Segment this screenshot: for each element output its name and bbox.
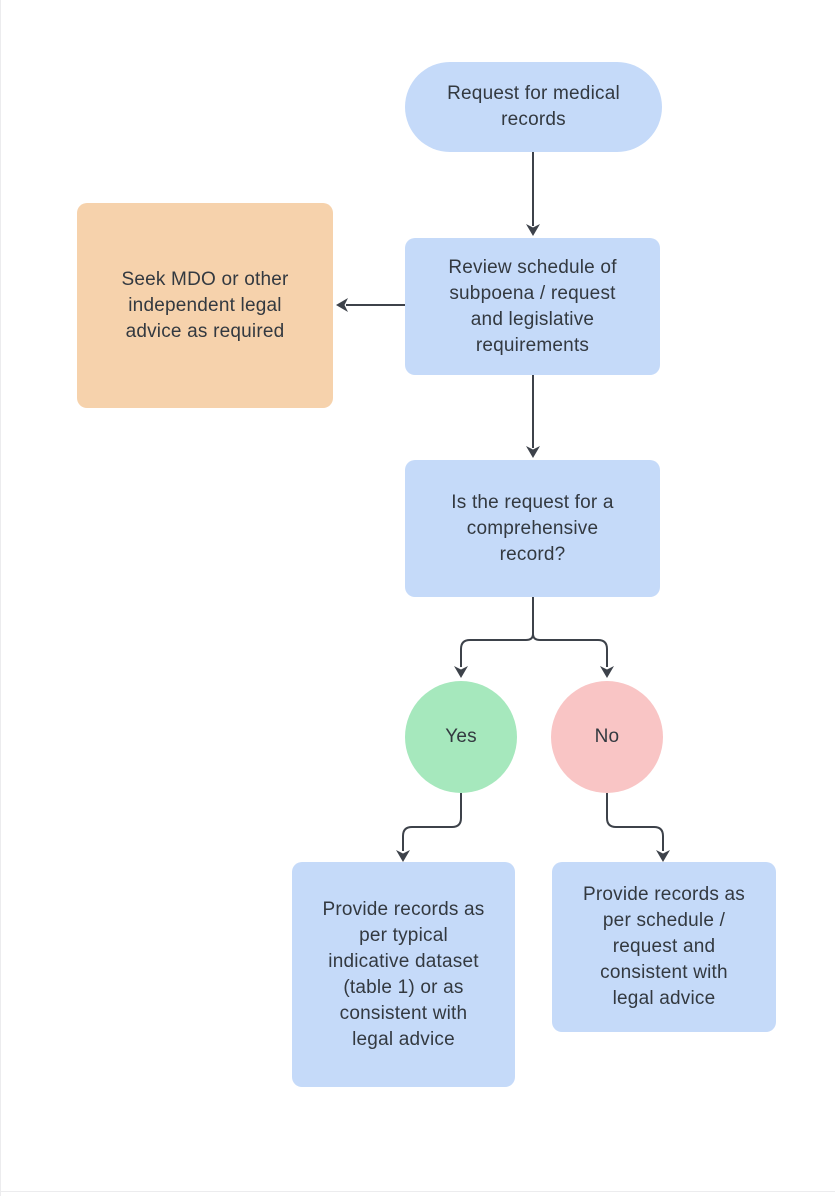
node-no-label: No (594, 726, 620, 747)
node-comprehensive-question: Is the request for a comprehensive recor… (405, 460, 660, 597)
arrowhead-down-yes (454, 666, 468, 678)
node-seek-legal-advice: Seek MDO or other independent legal advi… (77, 203, 333, 408)
page-left-edge (0, 0, 1, 1196)
arrowhead-down-result-no (656, 850, 670, 862)
node-result-yes-label: Provide records as per typical indicativ… (322, 898, 485, 1050)
node-start-request: Request for medical records (405, 62, 662, 152)
node-yes-decision: Yes (405, 681, 517, 793)
node-provide-records-dataset: Provide records as per typical indicativ… (292, 862, 515, 1087)
node-yes-label: Yes (445, 726, 477, 747)
arrowhead-down-question (526, 446, 540, 458)
node-provide-records-schedule: Provide records as per schedule / reques… (552, 862, 776, 1032)
page-bottom-edge (0, 1191, 835, 1192)
node-legal-label: Seek MDO or other independent legal advi… (121, 268, 289, 342)
node-review-schedule: Review schedule of subpoena / request an… (405, 238, 660, 375)
arrowhead-left-legal (336, 298, 348, 312)
node-review-label: Review schedule of subpoena / request an… (448, 256, 617, 356)
connector-split-yes (460, 633, 534, 667)
arrowhead-down-no (600, 666, 614, 678)
arrowhead-down-review (526, 224, 540, 236)
connector-yes-result (402, 793, 462, 851)
connector-split-no (532, 633, 608, 667)
node-result-no-label: Provide records as per schedule / reques… (582, 884, 745, 1009)
node-no-decision: No (551, 681, 663, 793)
node-question-label: Is the request for a comprehensive recor… (451, 491, 614, 565)
node-start-label: Request for medical records (447, 83, 620, 130)
connector-no-result (606, 793, 664, 851)
arrowhead-down-result-yes (396, 850, 410, 862)
